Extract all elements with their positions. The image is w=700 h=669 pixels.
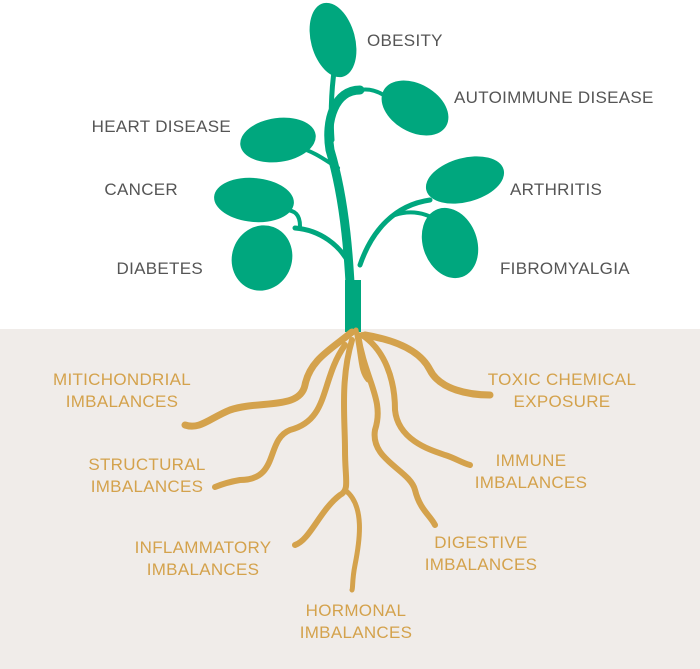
- leaf-obesity: [309, 2, 357, 78]
- trunk: [345, 280, 361, 332]
- roots: [181, 327, 494, 593]
- label-line: MITICHONDRIAL: [52, 370, 192, 389]
- label-line: IMBALANCES: [146, 560, 260, 579]
- label-inflammatory-imbalances: INFLAMMATORY IMBALANCES: [135, 537, 272, 581]
- label-autoimmune-disease: AUTOIMMUNE DISEASE: [454, 88, 654, 107]
- label-line: IMMUNE: [495, 451, 567, 470]
- label-structural-imbalances: STRUCTURAL IMBALANCES: [88, 454, 205, 498]
- label-heart-disease: HEART DISEASE: [91, 117, 231, 136]
- leaf-cancer: [214, 177, 294, 223]
- label-hormonal-imbalances: HORMONAL IMBALANCES: [300, 600, 413, 644]
- label-obesity: OBESITY: [367, 31, 443, 50]
- label-line: STRUCTURAL: [88, 455, 206, 474]
- label-line: IMBALANCES: [424, 555, 538, 574]
- leaf-heart: [240, 117, 316, 163]
- label-line: DIGESTIVE: [434, 533, 528, 552]
- label-cancer: CANCER: [104, 180, 178, 199]
- label-line: IMBALANCES: [299, 623, 413, 642]
- leaf-diabetes: [231, 225, 293, 291]
- label-immune-imbalances: IMMUNE IMBALANCES: [475, 450, 588, 494]
- label-line: IMBALANCES: [90, 477, 204, 496]
- leaf-arthritis: [425, 156, 505, 204]
- soil-background: [0, 329, 700, 669]
- label-toxic-chemical-exposure: TOXIC CHEMICAL EXPOSURE: [488, 369, 636, 413]
- label-digestive-imbalances: DIGESTIVE IMBALANCES: [425, 532, 538, 576]
- leaf-fibromyalgia: [421, 207, 479, 279]
- tree-stems: [283, 57, 442, 335]
- label-mitochondrial-imbalances: MITICHONDRIAL IMBALANCES: [53, 369, 191, 413]
- label-fibromyalgia: FIBROMYALGIA: [500, 259, 630, 278]
- label-diabetes: DIABETES: [116, 259, 203, 278]
- label-line: HORMONAL: [305, 601, 407, 620]
- label-line: IMBALANCES: [65, 392, 179, 411]
- label-line: IMBALANCES: [474, 473, 588, 492]
- label-line: TOXIC CHEMICAL: [487, 370, 637, 389]
- label-line: EXPOSURE: [513, 392, 611, 411]
- leaf-autoimmune: [381, 80, 449, 136]
- label-line: INFLAMMATORY: [134, 538, 272, 557]
- label-arthritis: ARTHRITIS: [510, 180, 603, 199]
